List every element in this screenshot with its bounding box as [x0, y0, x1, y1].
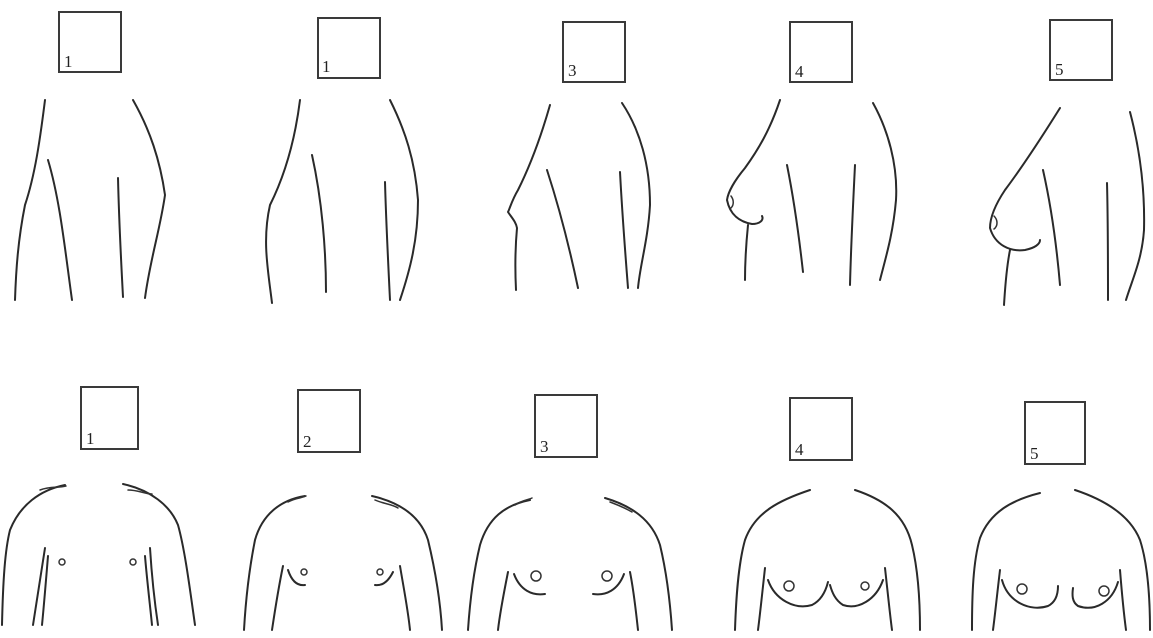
frontal-stage-2: 2 — [244, 390, 442, 630]
stage-number: 5 — [1055, 60, 1064, 79]
stage-number: 3 — [540, 437, 549, 456]
stage-number: 1 — [322, 57, 331, 76]
profile-stage-3: 3 — [508, 22, 650, 290]
frontal-stage-5: 5 — [972, 402, 1150, 630]
stage-number: 2 — [303, 432, 312, 451]
profile-stage-2: 1 — [266, 18, 418, 303]
frontal-row: 1 2 — [2, 387, 1150, 630]
stage-number: 4 — [795, 62, 804, 81]
stage-number: 5 — [1030, 444, 1039, 463]
stage-number: 1 — [64, 52, 73, 71]
profile-stage-4: 4 — [727, 22, 896, 285]
stage-number: 4 — [795, 440, 804, 459]
profile-stage-1: 1 — [15, 12, 165, 300]
stage-number: 1 — [86, 429, 95, 448]
profile-row: 1 1 3 4 — [15, 12, 1144, 305]
frontal-stage-4: 4 — [735, 398, 920, 630]
frontal-stage-3: 3 — [468, 395, 672, 630]
frontal-stage-1: 1 — [2, 387, 195, 625]
stage-number: 3 — [568, 61, 577, 80]
profile-stage-5: 5 — [990, 20, 1144, 305]
